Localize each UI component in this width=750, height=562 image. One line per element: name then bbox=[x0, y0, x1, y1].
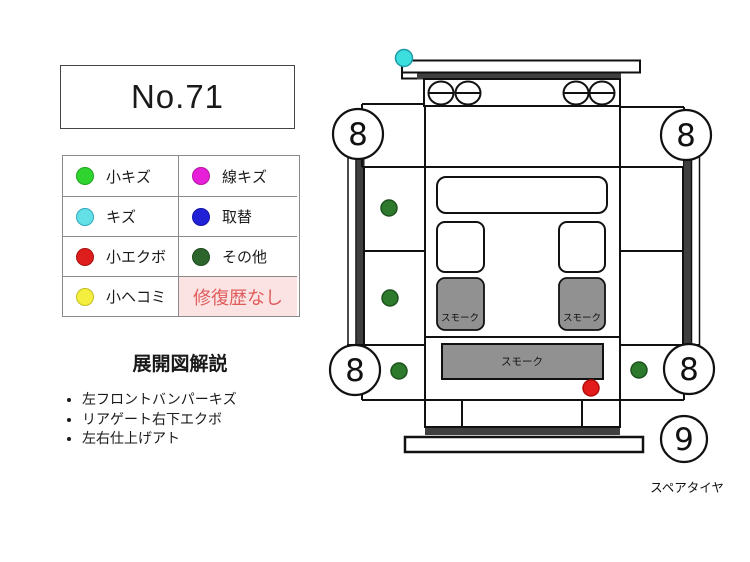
damage-marker-other bbox=[630, 361, 648, 379]
legend-item-small-scratch: 小キズ bbox=[63, 156, 178, 196]
legend-label: キズ bbox=[106, 209, 137, 226]
right-sill-outer bbox=[690, 154, 701, 346]
legend-label: 小キズ bbox=[106, 168, 152, 186]
explanation-item: 左フロントバンパーキズ bbox=[82, 390, 372, 410]
no-repair-history-label: 修復歴なし bbox=[193, 287, 283, 308]
report-number-box: No.71 bbox=[60, 65, 295, 129]
small-dent-dot-icon bbox=[76, 287, 94, 306]
front-right-wheel-badge bbox=[659, 108, 713, 162]
left-sill-bar bbox=[355, 154, 365, 346]
rear-right-wheel-number: 8 bbox=[679, 352, 699, 388]
legend-label: 小エクボ bbox=[106, 249, 167, 266]
explanation-item: リアゲート右下エクボ bbox=[82, 410, 372, 430]
spare-tire-number: 9 bbox=[674, 422, 694, 458]
right-sill-bar bbox=[683, 154, 692, 346]
rear-window-smoked bbox=[441, 343, 604, 380]
diagram-explanation-list: 左フロントバンパーキズ リアゲート右下エクボ 左右仕上げアト bbox=[58, 390, 372, 449]
replaced-dot-icon bbox=[192, 207, 210, 226]
left-rear-side-window-smoked bbox=[436, 277, 485, 331]
hood-panel bbox=[424, 105, 621, 168]
right-rear-side-window-smoked bbox=[558, 277, 606, 331]
front-left-wheel-number: 8 bbox=[348, 117, 368, 153]
left-front-window bbox=[436, 221, 485, 273]
legend-item-other: その他 bbox=[178, 236, 297, 276]
windshield bbox=[436, 176, 608, 214]
smoke-label-rear: スモーク bbox=[501, 356, 543, 368]
front-left-wheel-badge bbox=[331, 107, 385, 161]
legend-item-replaced: 取替 bbox=[178, 196, 297, 236]
legend-item-scratch: キズ bbox=[63, 196, 178, 236]
legend-item-small-dent: 小ヘコミ bbox=[63, 276, 178, 316]
report-number: No.71 bbox=[130, 78, 225, 115]
left-side-sill bbox=[347, 154, 365, 346]
headlights bbox=[427, 80, 616, 106]
line-scratch-dot-icon bbox=[192, 167, 210, 185]
legend-label: 小ヘコミ bbox=[106, 289, 167, 306]
spare-tire-label: スペアタイヤ bbox=[650, 480, 724, 495]
rear-right-wheel-badge bbox=[662, 342, 716, 396]
front-trim-strip bbox=[417, 72, 621, 80]
front-bumper-lip bbox=[401, 72, 417, 80]
scratch-dot-icon bbox=[76, 207, 94, 226]
damage-marker-other bbox=[390, 362, 408, 380]
other-dot-icon bbox=[192, 247, 210, 266]
spare-tire-badge bbox=[659, 414, 709, 464]
rear-lower-panel bbox=[424, 399, 621, 428]
rear-bumper bbox=[403, 435, 645, 454]
damage-marker-scratch bbox=[394, 48, 414, 68]
damage-legend: 小キズ 線キズ キズ 取替 小エクボ その他 小ヘコミ 修復歴なし bbox=[62, 155, 300, 317]
wheel-badges: 8 8 8 8 9 bbox=[328, 107, 716, 464]
damage-marker-dimple bbox=[582, 379, 600, 397]
explanation-item: 左右仕上げアト bbox=[82, 429, 372, 449]
smoke-label-left: スモーク bbox=[441, 313, 479, 324]
damage-markers bbox=[380, 48, 648, 397]
small-scratch-dot-icon bbox=[76, 167, 94, 185]
diagram-explanation-title: 展開図解説 bbox=[132, 354, 228, 375]
front-right-wheel-number: 8 bbox=[676, 118, 696, 154]
rear-trim-strip bbox=[425, 427, 620, 435]
damage-marker-other bbox=[381, 289, 399, 307]
damage-marker-other bbox=[380, 199, 398, 217]
smoke-label-right: スモーク bbox=[563, 313, 601, 324]
legend-label: 線キズ bbox=[222, 168, 268, 186]
right-side-sill bbox=[683, 154, 701, 346]
legend-label: その他 bbox=[222, 249, 268, 266]
legend-item-line-scratch: 線キズ bbox=[178, 156, 297, 196]
rear-left-wheel-badge bbox=[328, 343, 382, 397]
rear-left-wheel-number: 8 bbox=[345, 353, 365, 389]
no-repair-history-note: 修復歴なし bbox=[178, 276, 297, 316]
legend-label: 取替 bbox=[222, 209, 253, 226]
right-front-window bbox=[558, 221, 606, 273]
legend-item-small-dimple: 小エクボ bbox=[63, 236, 178, 276]
left-sill-outer bbox=[347, 154, 357, 346]
small-dimple-dot-icon bbox=[76, 247, 94, 266]
front-bumper bbox=[401, 59, 641, 74]
